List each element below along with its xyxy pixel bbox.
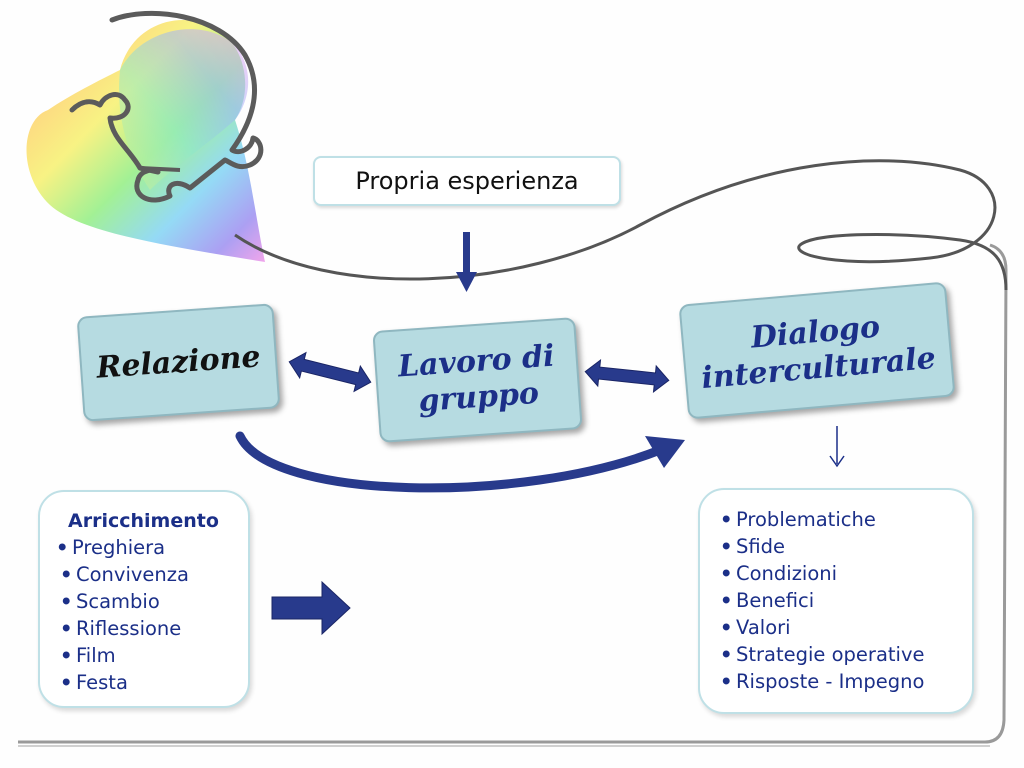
list-item: •Problematiche bbox=[720, 506, 972, 533]
dialogo-details-list: •Problematiche •Sfide •Condizioni •Benef… bbox=[720, 506, 972, 695]
list-item-label: Problematiche bbox=[736, 508, 876, 531]
list-item: •Condizioni bbox=[720, 560, 972, 587]
arricchimento-list-box: Arricchimento •Preghiera •Convivenza •Sc… bbox=[38, 490, 250, 708]
bullet: • bbox=[720, 562, 733, 585]
thin-down-arrow-icon bbox=[829, 426, 845, 468]
bullet: • bbox=[720, 670, 733, 693]
dialogo-details-list-box: •Problematiche •Sfide •Condizioni •Benef… bbox=[698, 488, 974, 714]
bullet: • bbox=[60, 671, 73, 694]
list-item: •Convivenza bbox=[56, 561, 248, 588]
down-arrow-icon bbox=[456, 232, 477, 292]
right-block-arrow-icon bbox=[271, 580, 351, 636]
arricchimento-list: •Preghiera •Convivenza •Scambio •Rifless… bbox=[56, 534, 248, 696]
list-item: •Sfide bbox=[720, 533, 972, 560]
curved-arrow-icon bbox=[235, 431, 685, 493]
list-item: •Valori bbox=[720, 614, 972, 641]
bullet: • bbox=[720, 535, 733, 558]
rainbow-puzzle-heart-icon bbox=[26, 10, 265, 263]
arricchimento-title: Arricchimento bbox=[68, 510, 219, 532]
list-item: •Benefici bbox=[720, 587, 972, 614]
list-item-label: Festa bbox=[76, 671, 128, 694]
list-item: •Festa bbox=[56, 669, 248, 696]
list-item: •Riflessione bbox=[56, 615, 248, 642]
list-item: •Strategie operative bbox=[720, 641, 972, 668]
propria-esperienza-box: Propria esperienza bbox=[313, 156, 621, 206]
propria-esperienza-label: Propria esperienza bbox=[355, 167, 579, 195]
list-item: •Scambio bbox=[56, 588, 248, 615]
list-item-label: Scambio bbox=[76, 590, 160, 613]
bullet: • bbox=[56, 536, 69, 559]
double-arrow-icon bbox=[584, 359, 670, 393]
frame-line bbox=[18, 243, 1008, 744]
list-item-label: Benefici bbox=[736, 589, 815, 612]
list-item: •Film bbox=[56, 642, 248, 669]
list-item-label: Sfide bbox=[736, 535, 786, 558]
list-item-label: Film bbox=[76, 644, 116, 667]
lavoro-di-gruppo-box: Lavoro di gruppo bbox=[372, 317, 583, 443]
relazione-box: Relazione bbox=[76, 303, 281, 422]
bullet: • bbox=[60, 590, 73, 613]
list-item-label: Valori bbox=[736, 616, 791, 639]
list-item: •Risposte - Impegno bbox=[720, 668, 972, 695]
relazione-label: Relazione bbox=[95, 338, 262, 386]
list-item-label: Condizioni bbox=[736, 562, 838, 585]
list-item: •Preghiera bbox=[56, 534, 248, 561]
list-item-label: Risposte - Impegno bbox=[736, 670, 925, 693]
bullet: • bbox=[60, 644, 73, 667]
dialogo-interculturale-box: Dialogo interculturale bbox=[678, 281, 956, 420]
bullet: • bbox=[720, 508, 733, 531]
list-item-label: Strategie operative bbox=[736, 643, 925, 666]
loop-line bbox=[234, 159, 1008, 291]
list-item-label: Riflessione bbox=[76, 617, 182, 640]
list-item-label: Preghiera bbox=[72, 536, 166, 559]
bullet: • bbox=[60, 617, 73, 640]
bullet: • bbox=[720, 616, 733, 639]
list-item-label: Convivenza bbox=[76, 563, 189, 586]
bullet: • bbox=[60, 563, 73, 586]
bullet: • bbox=[720, 589, 733, 612]
bullet: • bbox=[720, 643, 733, 666]
double-arrow-icon bbox=[288, 351, 372, 393]
